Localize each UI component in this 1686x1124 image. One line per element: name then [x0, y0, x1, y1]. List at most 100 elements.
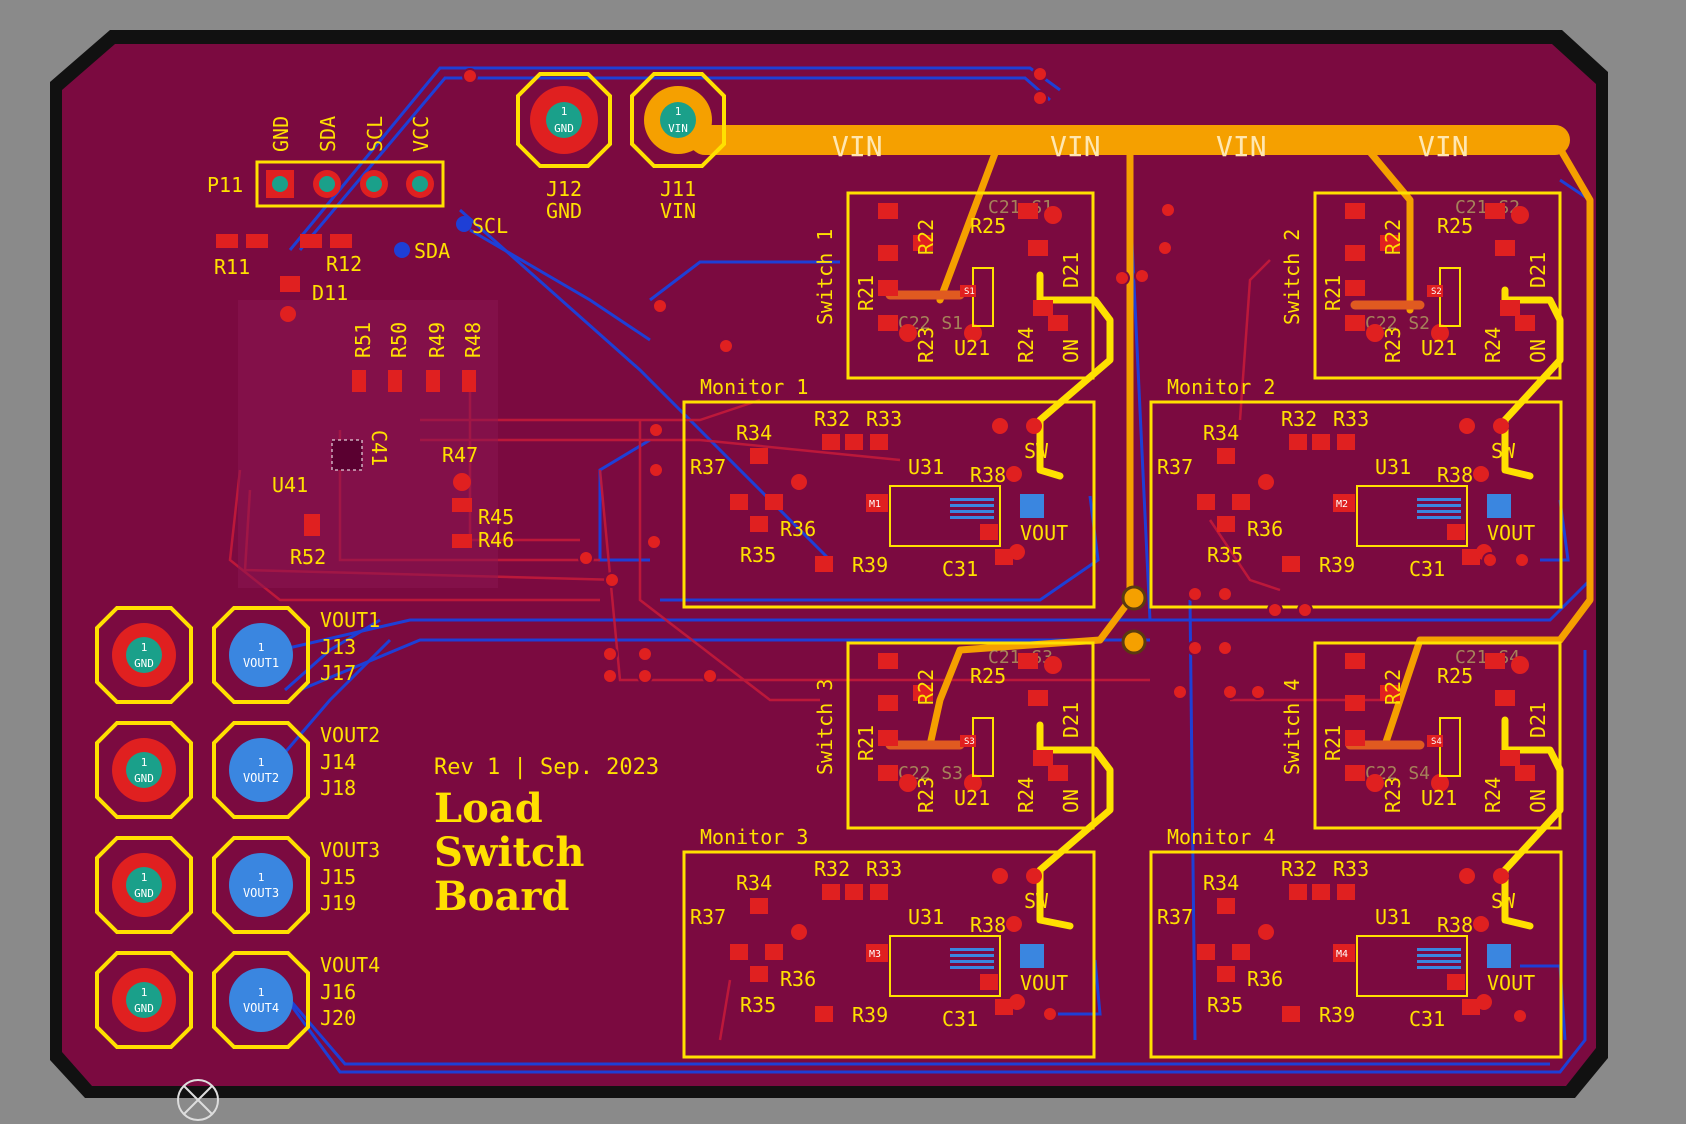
switch-outline	[1313, 191, 1562, 380]
ref-on: ON	[1059, 339, 1083, 363]
pin-label-sda: SDA	[316, 116, 340, 152]
ref-u41: U41	[272, 473, 308, 497]
ref-r35: R35	[740, 993, 776, 1017]
ref-r32: R32	[814, 407, 850, 431]
ref-r51: R51	[351, 322, 375, 358]
pin-number: 1	[561, 105, 568, 118]
ref-c31: C31	[942, 557, 978, 581]
ref-r38: R38	[970, 913, 1006, 937]
ref-r52: R52	[290, 545, 326, 569]
vin-label: VIN	[1418, 130, 1469, 163]
vout-label: VOUT2	[320, 723, 380, 747]
title-line-3: Board	[434, 873, 569, 920]
ref-j-a: J13	[320, 635, 356, 659]
ref-r12: R12	[326, 252, 362, 276]
pin-number: 1	[141, 756, 148, 769]
pad-label: VOUT1	[243, 656, 279, 670]
ref-r49: R49	[425, 322, 449, 358]
ref-r36: R36	[1247, 967, 1283, 991]
switch-label: Switch 2	[1280, 229, 1304, 325]
ref-c31: C31	[1409, 1007, 1445, 1031]
ref-r22: R22	[1381, 219, 1405, 255]
ref-r37: R37	[1157, 455, 1193, 479]
ref-r34: R34	[1203, 421, 1239, 445]
ref-u31: U31	[908, 905, 944, 929]
ref-j-a: J15	[320, 865, 356, 889]
ref-r37: R37	[1157, 905, 1193, 929]
ref-r39: R39	[1319, 553, 1355, 577]
monitor-ic-label: M3	[869, 949, 881, 960]
vin-net-labels: VIN VIN VIN VIN	[832, 130, 1469, 163]
ref-label: J11	[660, 177, 696, 201]
pad-label: GND	[134, 657, 154, 670]
ref-r32: R32	[814, 857, 850, 881]
ref-r25: R25	[1437, 664, 1473, 688]
switch-outline	[846, 191, 1095, 380]
ref-r35: R35	[1207, 543, 1243, 567]
ref-r11: R11	[214, 255, 250, 279]
pad-label: VOUT3	[243, 886, 279, 900]
ref-on: ON	[1526, 339, 1550, 363]
connector-j11[interactable]: 1 VIN J11 VIN	[630, 72, 726, 223]
ref-c31: C31	[1409, 557, 1445, 581]
ref-sw: SW	[1024, 889, 1049, 913]
ref-u31: U31	[1375, 455, 1411, 479]
ref-r35: R35	[1207, 993, 1243, 1017]
ref-d21: D21	[1059, 252, 1083, 288]
ref-r47: R47	[442, 443, 478, 467]
ref-r21: R21	[854, 725, 878, 761]
ref-r39: R39	[852, 1003, 888, 1027]
pin-number: 1	[258, 871, 265, 884]
pin-label-scl: SCL	[363, 116, 387, 152]
ref-r23: R23	[1381, 327, 1405, 363]
ref-r38: R38	[1437, 913, 1473, 937]
monitor-outline	[1149, 400, 1563, 609]
pad-label: GND	[134, 772, 154, 785]
monitor-outline	[682, 400, 1096, 609]
ref-r24: R24	[1014, 777, 1038, 813]
ref-r22: R22	[914, 669, 938, 705]
switch-ic-label: S1	[964, 287, 975, 297]
ref-r25: R25	[970, 664, 1006, 688]
connector-j12[interactable]: 1 GND J12 GND	[516, 72, 612, 223]
ref-r37: R37	[690, 905, 726, 929]
monitor-label: Monitor 2	[1167, 375, 1275, 399]
header-p11[interactable]: P11 GND SDA SCL VCC	[207, 116, 445, 208]
vin-label: VIN	[832, 130, 883, 163]
ref-sw: SW	[1491, 439, 1516, 463]
pad-label: GND	[134, 1002, 154, 1015]
ref-r32: R32	[1281, 857, 1317, 881]
ref-r24: R24	[1014, 327, 1038, 363]
ref-r38: R38	[1437, 463, 1473, 487]
origin-marker-icon	[177, 1079, 219, 1121]
ref-j-a: J16	[320, 980, 356, 1004]
ref-d21: D21	[1526, 252, 1550, 288]
ref-j-b: J19	[320, 891, 356, 915]
ref-r32: R32	[1281, 407, 1317, 431]
ref-j-b: J18	[320, 776, 356, 800]
pad-label: GND	[554, 122, 574, 135]
vout-label: VOUT3	[320, 838, 380, 862]
ref-r21: R21	[854, 275, 878, 311]
ref-r45: R45	[478, 505, 514, 529]
ref-label: J12	[546, 177, 582, 201]
ref-d21: D21	[1526, 702, 1550, 738]
vout-label: VOUT4	[320, 953, 380, 977]
